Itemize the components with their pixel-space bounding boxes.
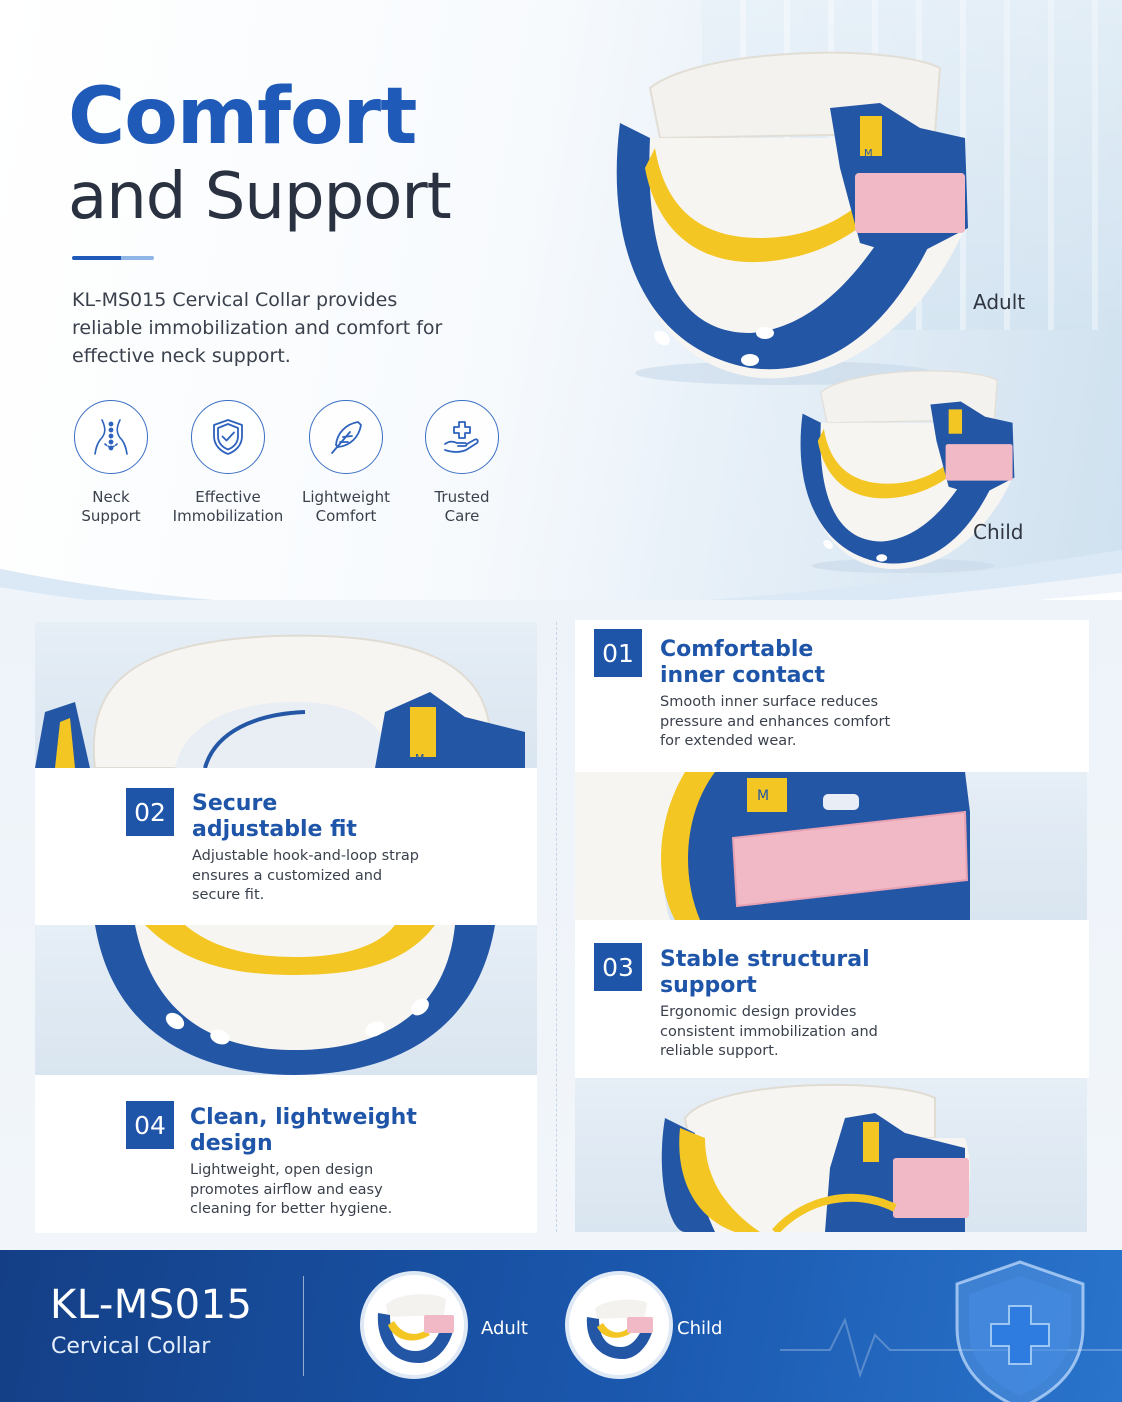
feature-title-line1: Stable structural bbox=[660, 947, 870, 972]
feature-body-line: Ergonomic design provides bbox=[660, 1004, 857, 1020]
feature-title: Secure adjustable fit bbox=[192, 791, 357, 843]
hand-cross-icon bbox=[425, 400, 499, 474]
adult-collar-thumbnail bbox=[360, 1271, 468, 1379]
footer-child-label: Child bbox=[677, 1318, 723, 1339]
feature-body-line: secure fit. bbox=[192, 887, 265, 903]
feature-body: Lightweight, open design promotes airflo… bbox=[190, 1161, 392, 1220]
feature-label-line1: Neck bbox=[92, 488, 130, 506]
feature-number-badge: 03 bbox=[594, 943, 642, 991]
feature-lightweight-comfort: Lightweight Comfort bbox=[281, 400, 411, 526]
feature-title: Clean, lightweight design bbox=[190, 1105, 417, 1157]
child-collar-thumbnail bbox=[565, 1271, 673, 1379]
photo-collar-base bbox=[35, 925, 537, 1075]
hero-title-support: and Support bbox=[68, 160, 452, 234]
feature-body-line: ensures a customized and bbox=[192, 867, 383, 884]
feature-neck-support: Neck Support bbox=[46, 400, 176, 526]
svg-text:M: M bbox=[415, 752, 425, 765]
feature-card-04 bbox=[35, 1075, 537, 1233]
feature-number-badge: 02 bbox=[126, 788, 174, 836]
shield-check-icon bbox=[191, 400, 265, 474]
feature-title-line2: adjustable fit bbox=[192, 817, 357, 842]
feature-label-line2: Support bbox=[81, 507, 141, 525]
footer-adult-label: Adult bbox=[481, 1318, 528, 1339]
neck-spine-icon bbox=[74, 400, 148, 474]
footer-divider bbox=[303, 1276, 304, 1376]
footer-product-name: Cervical Collar bbox=[51, 1334, 211, 1359]
child-size-label: Child bbox=[973, 520, 1024, 544]
photo-collar-full bbox=[575, 1078, 1087, 1232]
photo-collar-strap: M bbox=[575, 772, 1087, 920]
feature-trusted-care: Trusted Care bbox=[397, 400, 527, 526]
feature-effective-immobilization: Effective Immobilization bbox=[163, 400, 293, 526]
feature-label-line1: Lightweight bbox=[301, 488, 390, 506]
feature-card-03 bbox=[575, 920, 1089, 1078]
feature-label-line1: Effective bbox=[195, 488, 261, 506]
feature-body-line: pressure and enhances comfort bbox=[660, 713, 891, 730]
footer-model-number: KL-MS015 bbox=[50, 1282, 253, 1328]
feature-body-line: consistent immobilization and bbox=[660, 1023, 878, 1040]
product-footer: KL-MS015 Cervical Collar Adult Child bbox=[0, 1250, 1122, 1402]
feature-number-badge: 01 bbox=[594, 629, 642, 677]
feature-title-line2: design bbox=[190, 1131, 273, 1156]
feature-card-02 bbox=[35, 768, 537, 925]
feature-title-line2: inner contact bbox=[660, 663, 826, 688]
feature-title-line2: support bbox=[660, 973, 757, 998]
adult-size-label: Adult bbox=[973, 290, 1026, 314]
feature-body-line: Lightweight, open design bbox=[190, 1162, 374, 1178]
svg-text:M: M bbox=[864, 148, 873, 159]
feature-body-line: reliable support. bbox=[660, 1043, 779, 1059]
feature-title-line1: Secure bbox=[192, 791, 278, 816]
feature-body: Smooth inner surface reduces pressure an… bbox=[660, 693, 890, 752]
svg-text:M: M bbox=[757, 788, 769, 804]
feature-title: Stable structural support bbox=[660, 947, 870, 999]
features-divider bbox=[556, 622, 557, 1232]
hero-accent-rule bbox=[72, 256, 154, 260]
feature-label-line2: Immobilization bbox=[172, 507, 284, 525]
feature-body-line: cleaning for better hygiene. bbox=[190, 1201, 393, 1217]
medical-shield-icon bbox=[955, 1260, 1085, 1402]
feature-body-line: Adjustable hook-and-loop strap bbox=[192, 848, 419, 864]
feature-title-line1: Comfortable bbox=[660, 637, 814, 662]
feature-label-line2: Comfort bbox=[315, 507, 377, 525]
feature-body: Adjustable hook-and-loop strap ensures a… bbox=[192, 847, 419, 906]
feature-title: Comfortable inner contact bbox=[660, 637, 825, 689]
photo-collar-top: M bbox=[35, 622, 537, 768]
feather-icon bbox=[309, 400, 383, 474]
feature-body-line: for extended wear. bbox=[660, 733, 797, 749]
feature-title-line1: Clean, lightweight bbox=[190, 1105, 417, 1130]
footer-decoration bbox=[780, 1317, 1122, 1379]
adult-collar-image: M bbox=[616, 51, 968, 385]
feature-label-line2: Care bbox=[444, 507, 480, 525]
feature-body-line: Smooth inner surface reduces bbox=[660, 694, 879, 710]
feature-body: Ergonomic design provides consistent imm… bbox=[660, 1003, 878, 1062]
child-collar-image bbox=[800, 370, 1015, 574]
hero-title-comfort: Comfort bbox=[68, 72, 417, 162]
feature-label-line1: Trusted bbox=[434, 488, 490, 506]
hero-description: KL-MS015 Cervical Collar provides reliab… bbox=[72, 289, 443, 367]
feature-number-badge: 04 bbox=[126, 1101, 174, 1149]
hero-section: Comfort and Support KL-MS015 Cervical Co… bbox=[0, 0, 1122, 610]
feature-body-line: promotes airflow and easy bbox=[190, 1181, 383, 1198]
feature-card-01 bbox=[575, 620, 1089, 772]
